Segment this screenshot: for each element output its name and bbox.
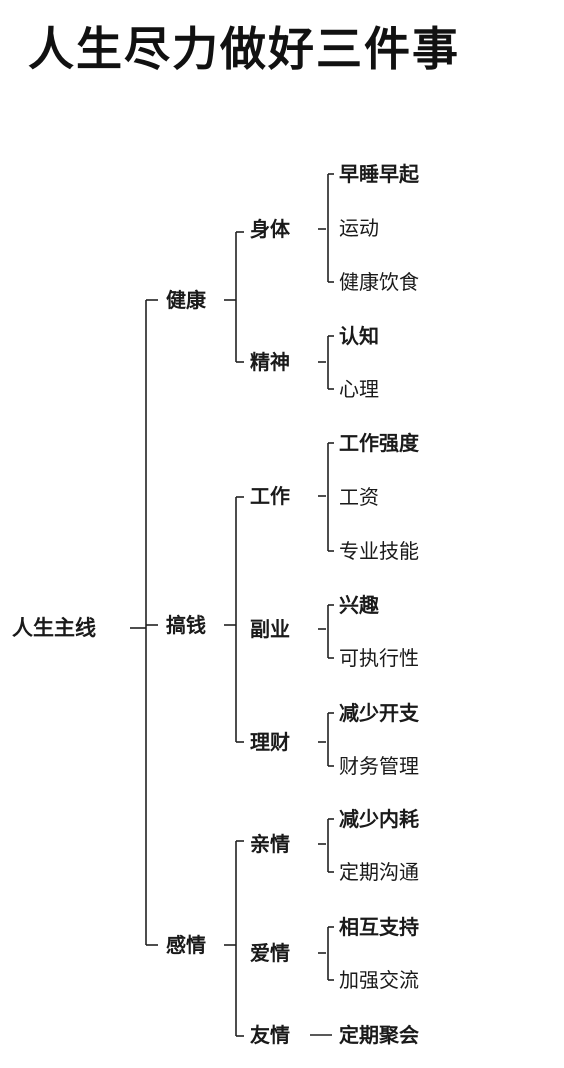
leaf-item: 定期沟通 <box>339 860 419 884</box>
leaf-item: 兴趣 <box>339 593 379 617</box>
leaf-item: 财务管理 <box>339 754 419 778</box>
node-family: 亲情 <box>250 832 290 856</box>
node-work: 工作 <box>250 484 290 508</box>
leaf-item: 健康饮食 <box>339 270 419 294</box>
leaf-item: 工作强度 <box>339 431 419 455</box>
leaf-item: 心理 <box>339 377 379 401</box>
leaf-item: 工资 <box>339 485 379 509</box>
branch-money: 搞钱 <box>166 613 206 637</box>
node-mind: 精神 <box>250 350 290 374</box>
branch-relationships: 感情 <box>166 933 206 957</box>
leaf-item: 相互支持 <box>339 915 419 939</box>
node-body: 身体 <box>250 217 290 241</box>
node-love: 爱情 <box>250 941 290 965</box>
leaf-item: 定期聚会 <box>339 1023 419 1047</box>
leaf-item: 认知 <box>339 324 379 348</box>
leaf-item: 减少开支 <box>339 701 419 725</box>
node-side-job: 副业 <box>250 617 290 641</box>
node-friendship: 友情 <box>250 1023 290 1047</box>
leaf-item: 减少内耗 <box>339 807 419 831</box>
node-finance: 理财 <box>250 730 290 754</box>
leaf-item: 可执行性 <box>339 646 419 670</box>
page-title: 人生尽力做好三件事 <box>28 22 460 76</box>
branch-health: 健康 <box>166 288 206 312</box>
leaf-item: 早睡早起 <box>339 162 419 186</box>
leaf-item: 加强交流 <box>339 968 419 992</box>
leaf-item: 运动 <box>339 216 379 240</box>
leaf-item: 专业技能 <box>339 539 419 563</box>
root-node: 人生主线 <box>12 616 96 640</box>
